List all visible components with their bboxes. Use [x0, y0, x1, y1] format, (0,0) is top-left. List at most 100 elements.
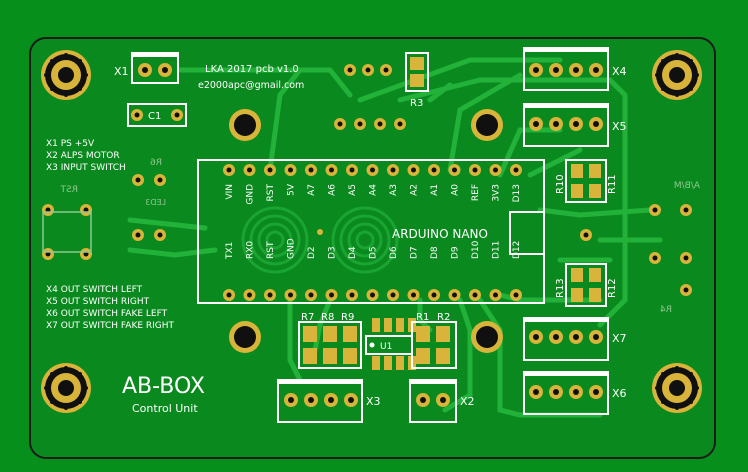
connector-x7 [523, 317, 609, 361]
bottom-label-r6: R6 [150, 158, 162, 168]
nano-pin-label: RX0 [246, 241, 256, 259]
nano-pin-hole [493, 292, 498, 298]
nano-pin-hole [288, 167, 293, 173]
nano-pin-hole [452, 167, 457, 173]
nano-pin-label: D10 [471, 240, 481, 259]
label-r11: R11 [607, 174, 618, 194]
bottom-label-abm: A/B/M [674, 181, 700, 191]
nano-pin-hole [513, 292, 519, 298]
nano-pin-hole [493, 167, 498, 173]
nano-pin-hole [472, 167, 478, 173]
nano-pin-label: D2 [307, 246, 317, 259]
nano-pin-label: A4 [369, 184, 379, 196]
nano-pin-label: A0 [451, 184, 461, 196]
nano-pin-hole [308, 167, 314, 173]
standoff-hole [229, 109, 503, 353]
label-r7: R7 [301, 312, 314, 323]
bottom-label-led: LED3 [145, 198, 166, 207]
nano-pin-label: D5 [369, 246, 379, 259]
nano-label: ARDUINO NANO [392, 227, 488, 241]
nano-pin-label: D8 [430, 246, 440, 259]
mounting-hole-bottom-right [652, 363, 702, 413]
legend-item: X2 ALPS MOTOR [46, 151, 120, 161]
nano-pin-label: A1 [430, 184, 440, 196]
nano-pin-hole [370, 292, 375, 298]
label-x4: X4 [612, 65, 627, 78]
label-r2: R2 [437, 312, 450, 323]
nano-pin-hole [411, 167, 416, 173]
nano-pin-hole [390, 292, 396, 298]
version-label: LKA 2017 pcb v1.0 [205, 64, 299, 75]
resistor-r10-r11 [565, 159, 607, 203]
right-pads [580, 204, 692, 296]
nano-pin-label: RST [266, 241, 276, 259]
nano-pin-hole [226, 292, 232, 298]
nano-pin-label: 3V3 [492, 184, 502, 202]
nano-pin-label: RST [266, 184, 276, 202]
nano-pin-label: GND [246, 184, 256, 205]
nano-pin-hole [267, 167, 273, 173]
connector-x3 [277, 379, 363, 423]
nano-pin-hole [329, 167, 334, 173]
nano-pin-label: D12 [512, 241, 522, 259]
label-x3: X3 [366, 395, 381, 408]
nano-pin-label: D6 [389, 246, 399, 259]
rst-switch-pads [42, 204, 92, 260]
led-pads [132, 174, 166, 241]
label-x2: X2 [460, 395, 475, 408]
legend-item: X6 OUT SWITCH FAKE LEFT [46, 309, 168, 319]
nano-pin-label: A7 [307, 184, 317, 196]
nano-pin-hole [329, 292, 334, 298]
label-r9: R9 [341, 312, 354, 323]
connector-x5 [523, 103, 609, 147]
legend: X1 PS +5V X2 ALPS MOTOR X3 INPUT SWITCH … [46, 139, 175, 331]
nano-pin-hole [452, 292, 457, 298]
arduino-nano-footprint [197, 159, 545, 304]
resistor-r1-r2 [411, 321, 457, 369]
label-x6: X6 [612, 387, 627, 400]
mounting-hole-top-right [652, 50, 702, 100]
nano-pin-hole [226, 167, 232, 173]
legend-item: X3 INPUT SWITCH [46, 163, 126, 173]
nano-pin-hole [267, 292, 273, 298]
legend-item: X5 OUT SWITCH RIGHT [46, 297, 150, 307]
resistor-r7-r8-r9 [298, 321, 362, 369]
connector-x1 [131, 52, 179, 84]
nano-pin-label: VIN [225, 184, 235, 200]
nano-pin-label: TX1 [225, 242, 235, 260]
nano-pin-hole [349, 167, 355, 173]
nano-pin-label: D4 [348, 246, 358, 259]
email-label: e2000apc@gmail.com [198, 80, 304, 91]
legend-item: X7 OUT SWITCH FAKE RIGHT [46, 321, 175, 331]
nano-pin-hole [431, 167, 437, 173]
nano-pin-label: D9 [451, 246, 461, 259]
resistor-r3 [405, 52, 429, 92]
mounting-hole-bottom-left [41, 363, 91, 413]
nano-pin-hole [288, 292, 293, 298]
nano-pin-hole [411, 292, 416, 298]
board-title: AB-BOX [122, 374, 205, 399]
nano-pin-hole [308, 292, 314, 298]
bottom-label-r4: R4 [660, 305, 672, 315]
nano-pin-label: D3 [328, 246, 338, 259]
nano-pin-label: GND [287, 238, 297, 259]
label-r3: R3 [410, 98, 423, 109]
label-x7: X7 [612, 332, 627, 345]
label-r8: R8 [321, 312, 334, 323]
nano-pin-hole [472, 292, 478, 298]
nano-pin-hole [349, 292, 355, 298]
transistor-top [344, 64, 392, 76]
header-middle-top [334, 118, 406, 130]
nano-pin-label: A3 [389, 184, 399, 196]
nano-pin-label: 5V [287, 183, 297, 196]
board-outline [29, 37, 716, 459]
label-r12: R12 [607, 278, 618, 298]
nano-pin-hole [513, 167, 519, 173]
label-u1: U1 [380, 342, 392, 352]
capacitor-c1 [127, 103, 187, 127]
nano-pin-hole [370, 167, 375, 173]
mounting-hole-top-left [41, 50, 91, 100]
nano-pin-label: D7 [410, 246, 420, 259]
connector-x4 [523, 47, 609, 91]
